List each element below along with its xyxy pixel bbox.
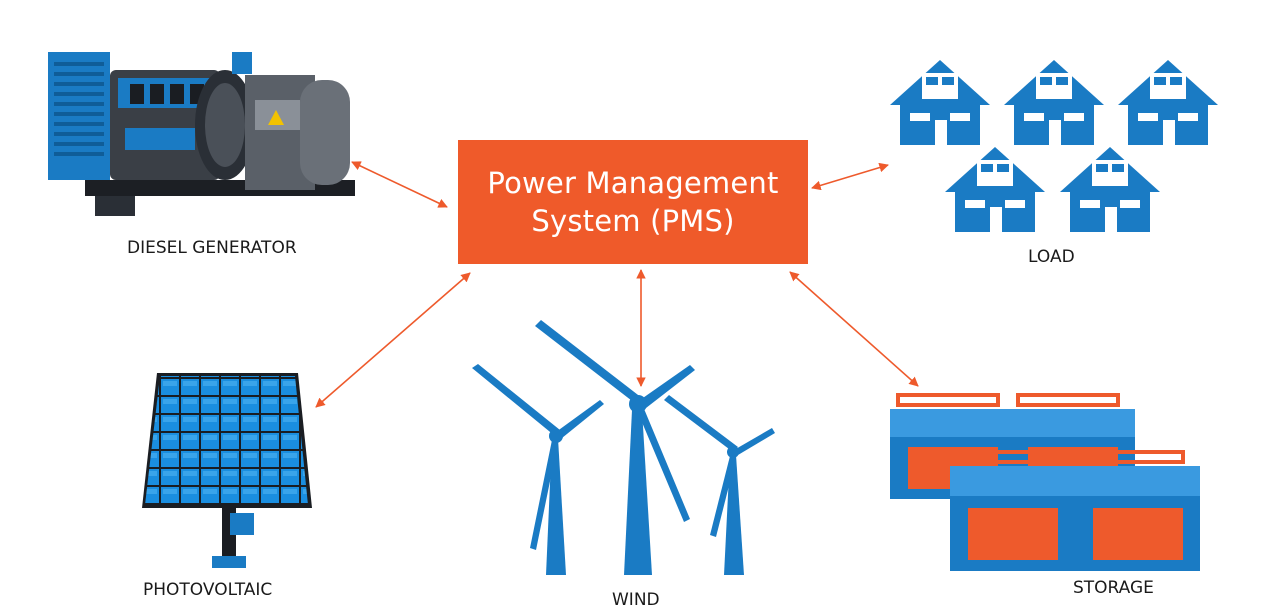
house-icon: [1118, 60, 1218, 145]
house-icon: [945, 147, 1045, 232]
battery-icon: [1075, 450, 1200, 571]
wind-turbines-icon: [472, 320, 775, 575]
house-icon: [1004, 60, 1104, 145]
pms-title-line2: System (PMS): [531, 204, 735, 238]
load-houses-icon: [890, 60, 1218, 232]
storage-label: STORAGE: [1073, 578, 1154, 598]
arrow-pms-pv: [315, 272, 471, 408]
load-label: LOAD: [1028, 247, 1075, 267]
house-icon: [1060, 147, 1160, 232]
arrow-generator-pms: [351, 161, 448, 208]
arrow-pms-storage: [789, 271, 919, 387]
storage-batteries-icon: [890, 393, 1200, 571]
diesel-generator-label: DIESEL GENERATOR: [127, 238, 297, 258]
house-icon: [890, 60, 990, 145]
arrow-pms-load: [811, 162, 889, 191]
pms-box: Power Management System (PMS): [458, 140, 808, 264]
diesel-generator-icon: [48, 52, 355, 216]
pms-title-line1: Power Management: [487, 166, 779, 200]
wind-label: WIND: [612, 590, 660, 610]
solar-panel-icon: [142, 373, 312, 568]
photovoltaic-label: PHOTOVOLTAIC: [143, 580, 273, 600]
connectors: [315, 161, 919, 408]
battery-icon: [950, 450, 1075, 571]
